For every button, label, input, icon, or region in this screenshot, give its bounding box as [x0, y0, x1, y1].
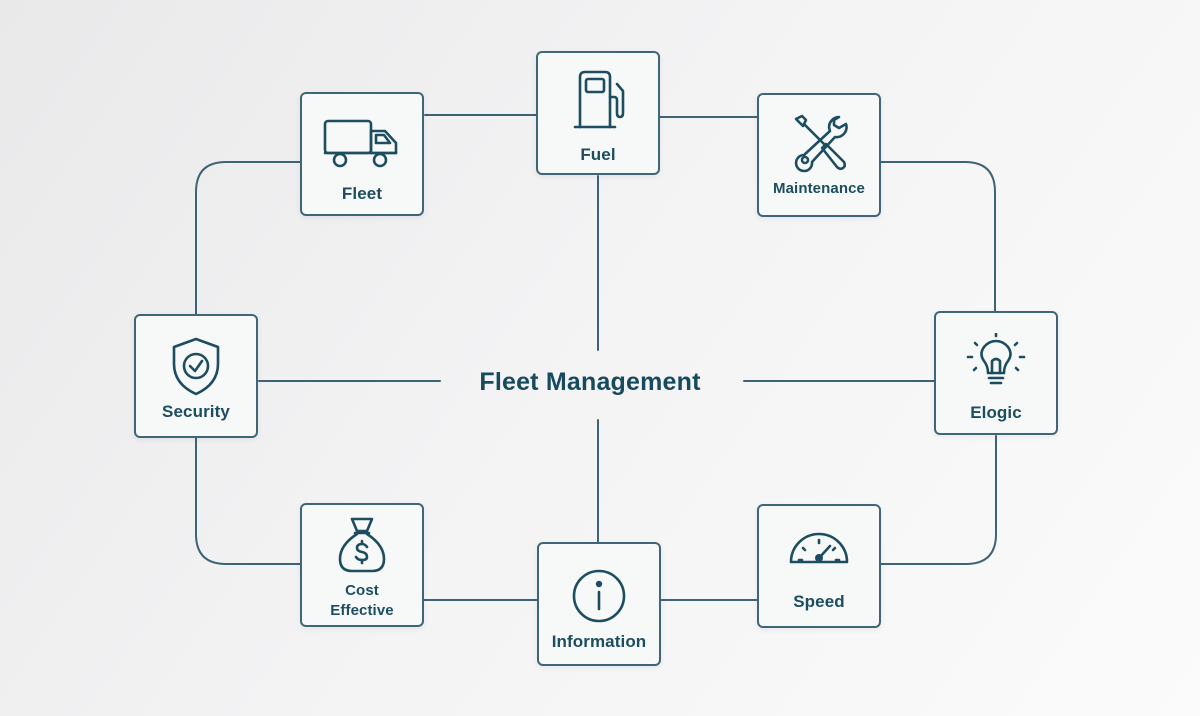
node-speed[interactable]: Speed — [757, 504, 881, 628]
speedometer-icon — [787, 526, 851, 572]
node-label-cost-effective: Cost Effective — [330, 582, 394, 619]
node-label-security: Security — [162, 402, 230, 421]
connector-security-cost-effective — [195, 437, 301, 565]
node-fuel[interactable]: Fuel — [536, 51, 660, 175]
truck-icon — [322, 116, 402, 172]
node-label-maintenance: Maintenance — [773, 180, 865, 197]
node-label-elogic: Elogic — [970, 403, 1022, 422]
node-label-fuel: Fuel — [580, 145, 616, 164]
wrench-screwdriver-icon — [788, 111, 850, 173]
node-maintenance[interactable]: Maintenance — [757, 93, 881, 217]
node-cost-effective[interactable]: Cost Effective — [300, 503, 424, 627]
node-label-speed: Speed — [793, 592, 845, 611]
money-bag-icon — [334, 515, 390, 575]
node-security[interactable]: Security — [134, 314, 258, 438]
node-label-information: Information — [551, 632, 647, 651]
connector-elogic-speed — [880, 435, 997, 565]
node-fleet[interactable]: Fleet — [300, 92, 424, 216]
info-icon — [569, 566, 629, 626]
shield-check-icon — [168, 336, 224, 398]
diagram-title: Fleet Management — [479, 368, 701, 396]
connector-maintenance-elogic — [880, 161, 996, 312]
node-elogic[interactable]: Elogic — [934, 311, 1058, 435]
fuel-pump-icon — [566, 69, 630, 133]
connector-fleet-security — [195, 161, 301, 315]
node-information[interactable]: Information — [537, 542, 661, 666]
lightbulb-icon — [966, 333, 1026, 393]
node-label-fleet: Fleet — [341, 184, 383, 203]
